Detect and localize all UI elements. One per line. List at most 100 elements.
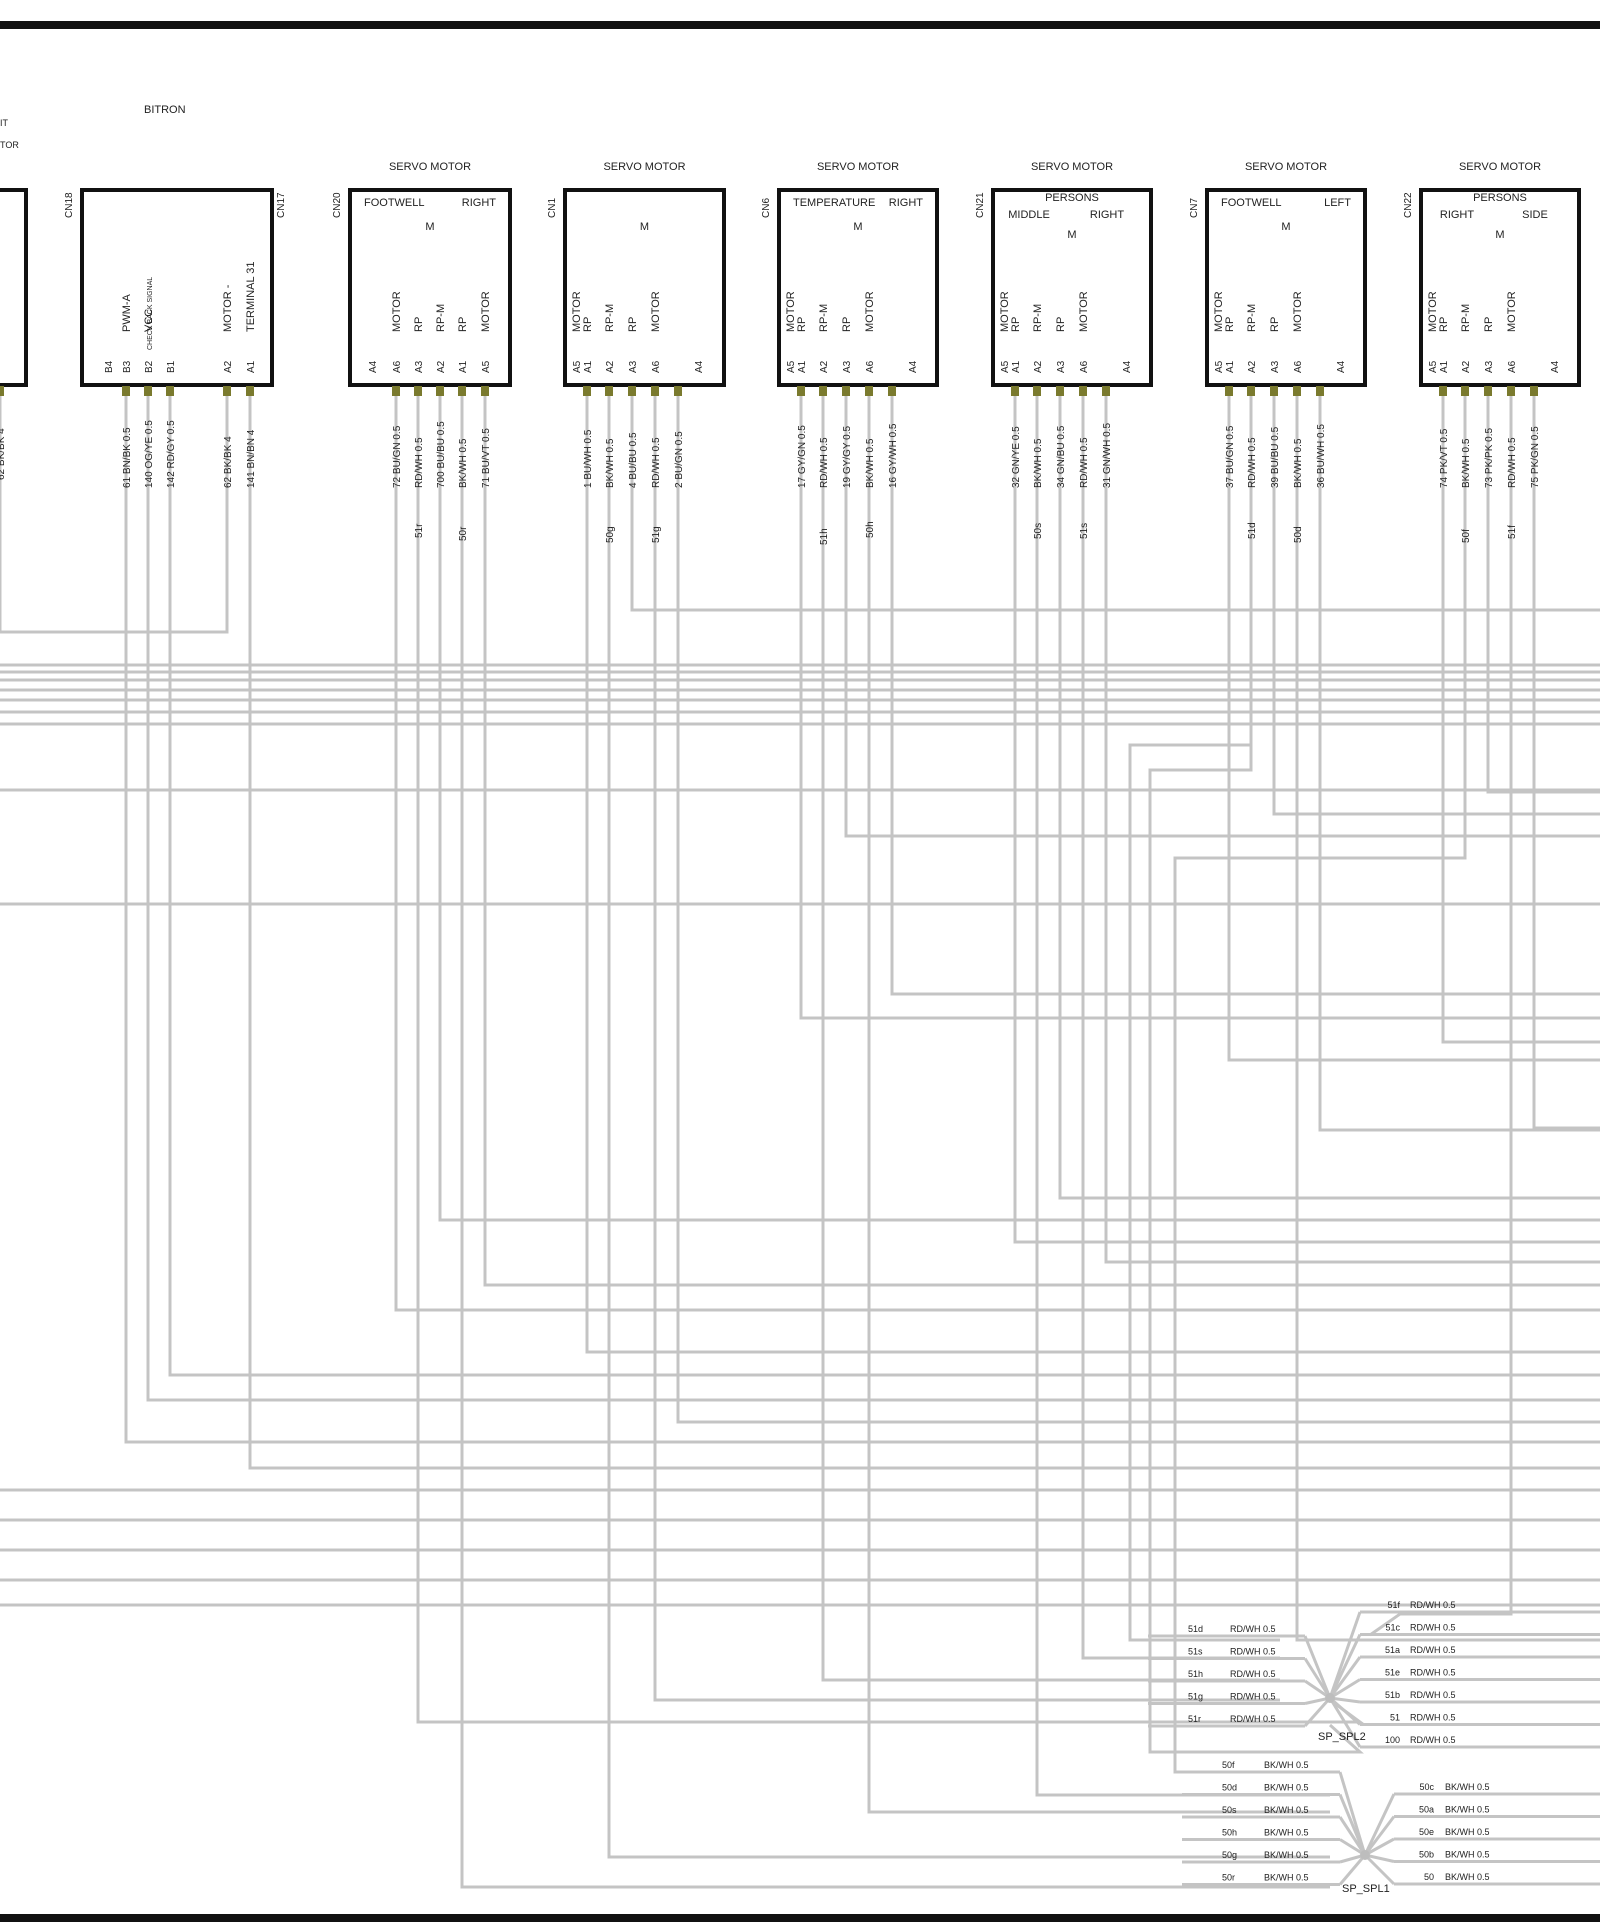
wire-label: 62 BK/BK 4 [223, 436, 234, 488]
connector-box [991, 188, 1153, 387]
signal-label: RP [1483, 317, 1495, 332]
splice-right-tag: 51f [1387, 1600, 1400, 1610]
pin-label: A2 [223, 360, 234, 373]
splice-wire [1364, 1837, 1395, 1857]
pin-terminal [1439, 386, 1447, 396]
wire-route [630, 385, 1600, 612]
splice-right-wire: BK/WH 0.5 [1445, 1872, 1490, 1882]
splice-left-tag: 50g [1222, 1850, 1237, 1860]
pin-label: A4 [694, 360, 705, 373]
splice-right-tag: 50b [1419, 1850, 1434, 1860]
splice-wire [1363, 1853, 1396, 1886]
pin-terminal [842, 386, 850, 396]
wire-label: BK/WH 0.5 [458, 438, 469, 488]
connector-label: SIDE [1522, 209, 1548, 221]
wire-route [1532, 385, 1600, 1130]
splice-node [1360, 1850, 1370, 1860]
connector-box [1419, 188, 1581, 387]
pin-terminal [414, 386, 422, 396]
pin-terminal [166, 386, 174, 396]
signal-label: MOTOR [999, 291, 1011, 332]
connector-box [777, 188, 939, 387]
splice-wire [1329, 1696, 1361, 1704]
wire-route [1318, 385, 1600, 1132]
connector-label: MIDDLE [1008, 209, 1050, 221]
pin-terminal [1102, 386, 1110, 396]
pin-label: A5 [1000, 360, 1011, 373]
pin-label: A1 [1011, 360, 1022, 373]
pin-label: B3 [122, 360, 133, 373]
wire-label: BK/WH 0.5 [865, 438, 876, 488]
wire-route [1035, 385, 1330, 1797]
splice-right-tag: 51b [1385, 1690, 1400, 1700]
connector-id: CN18 [64, 192, 75, 218]
connector-label: RIGHT [889, 197, 924, 209]
pin-terminal [1507, 386, 1515, 396]
pin-terminal [674, 386, 682, 396]
wire-label: 1 BU/WH 0.5 [583, 429, 594, 488]
splice-wire [1303, 1635, 1332, 1699]
signal-label: MOTOR [1213, 291, 1225, 332]
signal-label: MOTOR [1292, 291, 1304, 332]
pin-label: A4 [368, 360, 379, 373]
signal-label: RP [627, 317, 639, 332]
pin-label: B4 [104, 360, 115, 373]
connector-title: SERVO MOTOR [603, 161, 685, 173]
splice-left-tag: 50s [1222, 1805, 1237, 1815]
edge-label-motor: TOR [0, 140, 19, 150]
splice-left-wire: BK/WH 0.5 [1264, 1760, 1309, 1770]
splice-left-wire: BK/WH 0.5 [1264, 1873, 1309, 1883]
pin-terminal [122, 386, 130, 396]
pin-terminal [888, 386, 896, 396]
splice-left-tag: 51g [1188, 1692, 1203, 1702]
signal-label: MOTOR [650, 291, 662, 332]
pin-label: A2 [1461, 360, 1472, 373]
connector-id: CN21 [975, 192, 986, 218]
pin-terminal [1011, 386, 1019, 396]
wire-route [0, 385, 229, 634]
wire-label: 2 BU/GN 0.5 [674, 431, 685, 488]
signal-label: RP [1269, 317, 1281, 332]
splice-tag: 50g [605, 526, 616, 543]
pin-label: A2 [1247, 360, 1258, 373]
splice-tag: 51s [1079, 523, 1090, 539]
wire-label: RD/WH 0.5 [414, 437, 425, 488]
wire-label: 142 RD/GY 0.5 [166, 420, 177, 488]
pin-terminal [1270, 386, 1278, 396]
edge-label-top: IT [0, 118, 9, 128]
splice-wire [1304, 1679, 1331, 1700]
wire-label: 31 GN/WH 0.5 [1102, 423, 1113, 488]
pin-terminal [392, 386, 400, 396]
pin-label: A3 [1270, 360, 1281, 373]
connector-title: SERVO MOTOR [1459, 161, 1541, 173]
motor-symbol: M [1067, 229, 1076, 241]
connector-box-partial [0, 188, 28, 387]
splice-left-tag: 51h [1188, 1669, 1203, 1679]
wire-route [1128, 385, 1280, 1642]
splice-right-wire: RD/WH 0.5 [1410, 1690, 1456, 1700]
connector-id: CN20 [332, 192, 343, 218]
pin-label: A6 [1507, 360, 1518, 373]
pin-label: A6 [865, 360, 876, 373]
pin-label: A1 [1225, 360, 1236, 373]
wire-label: 73 PK/PK 0.5 [1484, 428, 1495, 488]
splice-tag: 51d [1247, 522, 1258, 539]
wire-label: 700 BU/BU 0.5 [436, 421, 447, 488]
signal-label: RP [1010, 317, 1022, 332]
pin-label: A3 [842, 360, 853, 373]
connector-label: LEFT [1324, 197, 1351, 209]
pin-terminal [628, 386, 636, 396]
wire-label: 37 BU/GN 0.5 [1225, 425, 1236, 488]
splice-left-wire: RD/WH 0.5 [1230, 1692, 1276, 1702]
pin-label: A1 [797, 360, 808, 373]
pin-terminal [651, 386, 659, 396]
splice-wire [1338, 1854, 1367, 1886]
pin-terminal [605, 386, 613, 396]
motor-symbol: M [1281, 221, 1290, 233]
splice-tag: 51r [414, 523, 425, 538]
wire-label: BK/WH 0.5 [1293, 438, 1304, 488]
wire-label: 75 PK/GN 0.5 [1530, 426, 1541, 488]
